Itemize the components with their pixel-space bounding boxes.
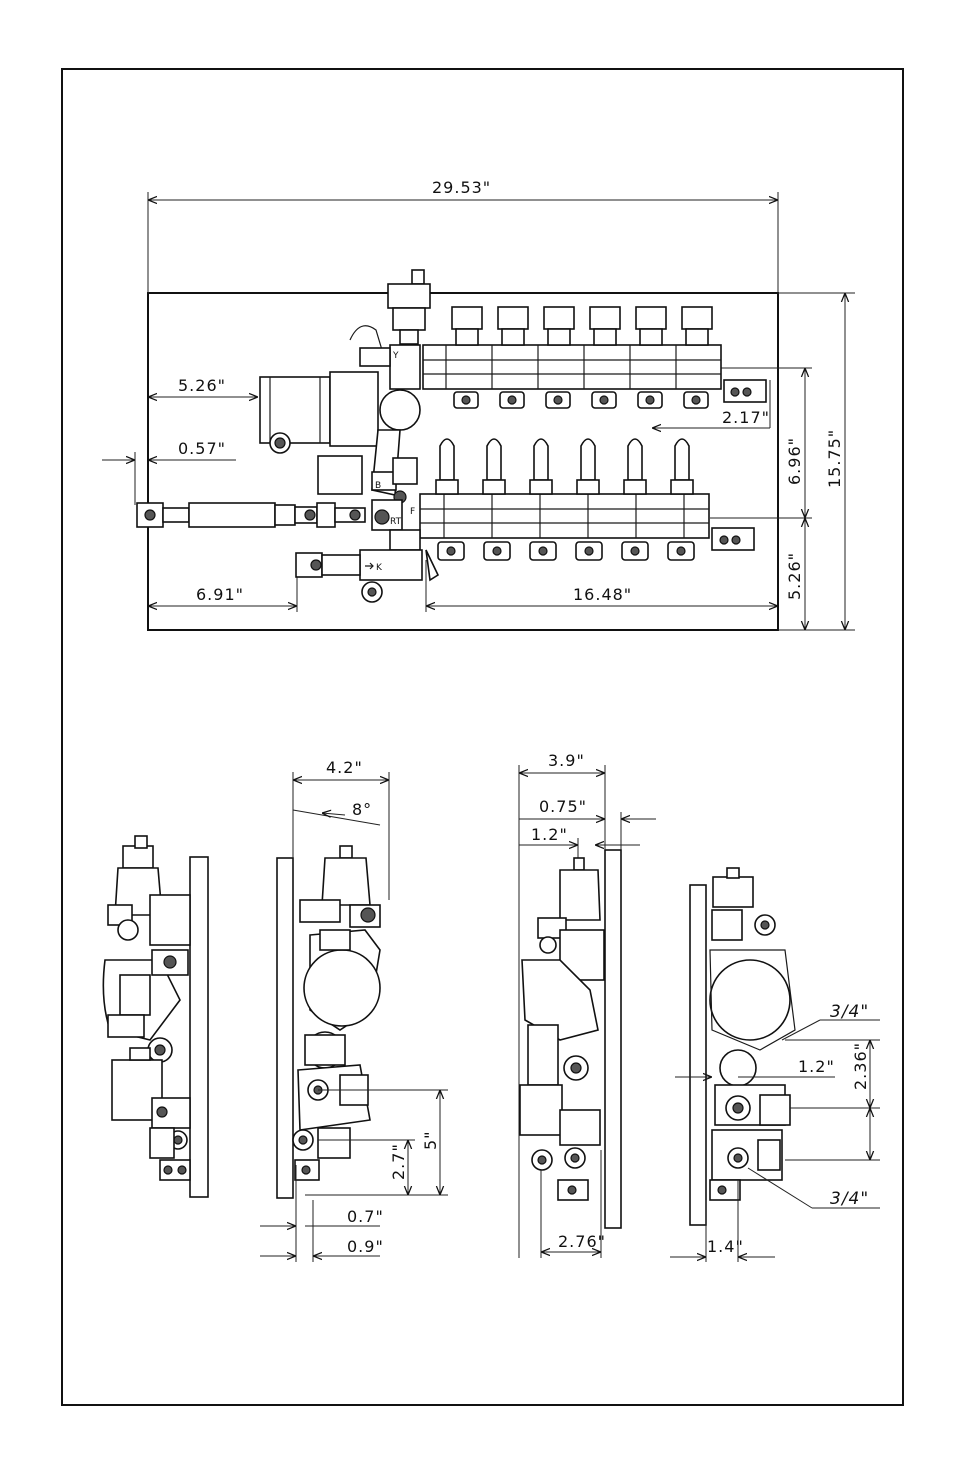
return-manifold-bar <box>420 494 709 538</box>
dim-left-to-pump: 5.26" <box>178 376 226 395</box>
side-view-c: 3.9" 0.75" 1.2" 2.76" <box>519 751 656 1258</box>
dim-0-7-inch: 0.7" <box>347 1207 384 1226</box>
dim-bracket-offset: 2.17" <box>722 408 770 427</box>
flow-meters <box>436 439 693 494</box>
dim-5-inch: 5" <box>421 1130 440 1150</box>
dim-overall-height: 15.75" <box>825 429 844 488</box>
page-border <box>62 69 903 1405</box>
dim-2-76-inch: 2.76" <box>558 1232 606 1251</box>
dim-angle: 8° <box>352 800 372 819</box>
side-view-a <box>103 836 208 1197</box>
port-label-rt: RT <box>390 517 402 527</box>
dim-1-2-inch-d: 1.2" <box>798 1057 835 1076</box>
return-outlet-nuts <box>438 542 694 560</box>
dim-left-to-valves: 6.91" <box>196 585 244 604</box>
dim-overall-width: 29.53" <box>432 178 491 197</box>
dim-manifold-spacing: 6.96" <box>785 437 804 485</box>
port-label-b: B <box>375 481 381 491</box>
supply-outlet-nuts <box>454 392 708 408</box>
dim-2-36-inch: 2.36" <box>851 1042 870 1090</box>
dim-inlet-offset: 0.57" <box>178 439 226 458</box>
supply-valve-caps <box>452 307 712 345</box>
dim-manifold-length: 16.48" <box>573 585 632 604</box>
dim-0-9-inch: 0.9" <box>347 1237 384 1256</box>
air-vent <box>388 270 430 344</box>
port-label-y: Y <box>392 351 399 361</box>
top-view: 29.53" 15.75" 6.96" 5.26" 5.26" 0.57" 6.… <box>102 178 855 630</box>
pipe-size-bottom: 3/4" <box>830 1189 869 1209</box>
inlet-pipe-assembly <box>137 503 365 527</box>
dim-depth-b: 4.2" <box>326 758 363 777</box>
side-view-d: 3/4" 1.2" 2.36" 3/4" 1.4" <box>670 868 880 1262</box>
dim-0-75-inch: 0.75" <box>539 797 587 816</box>
pipe-size-top: 3/4" <box>830 1002 869 1022</box>
dim-1-4-inch: 1.4" <box>707 1237 744 1256</box>
dim-2-7-inch: 2.7" <box>389 1143 408 1180</box>
port-label-f: F <box>410 507 415 517</box>
dim-bottom-offset: 5.26" <box>785 552 804 600</box>
bypass-pipe-assembly <box>296 553 360 577</box>
dim-depth-c: 3.9" <box>548 751 585 770</box>
dim-1-2-inch-c: 1.2" <box>531 825 568 844</box>
side-view-b: 4.2" 8° 5" 2.7" 0.7" <box>260 758 448 1262</box>
